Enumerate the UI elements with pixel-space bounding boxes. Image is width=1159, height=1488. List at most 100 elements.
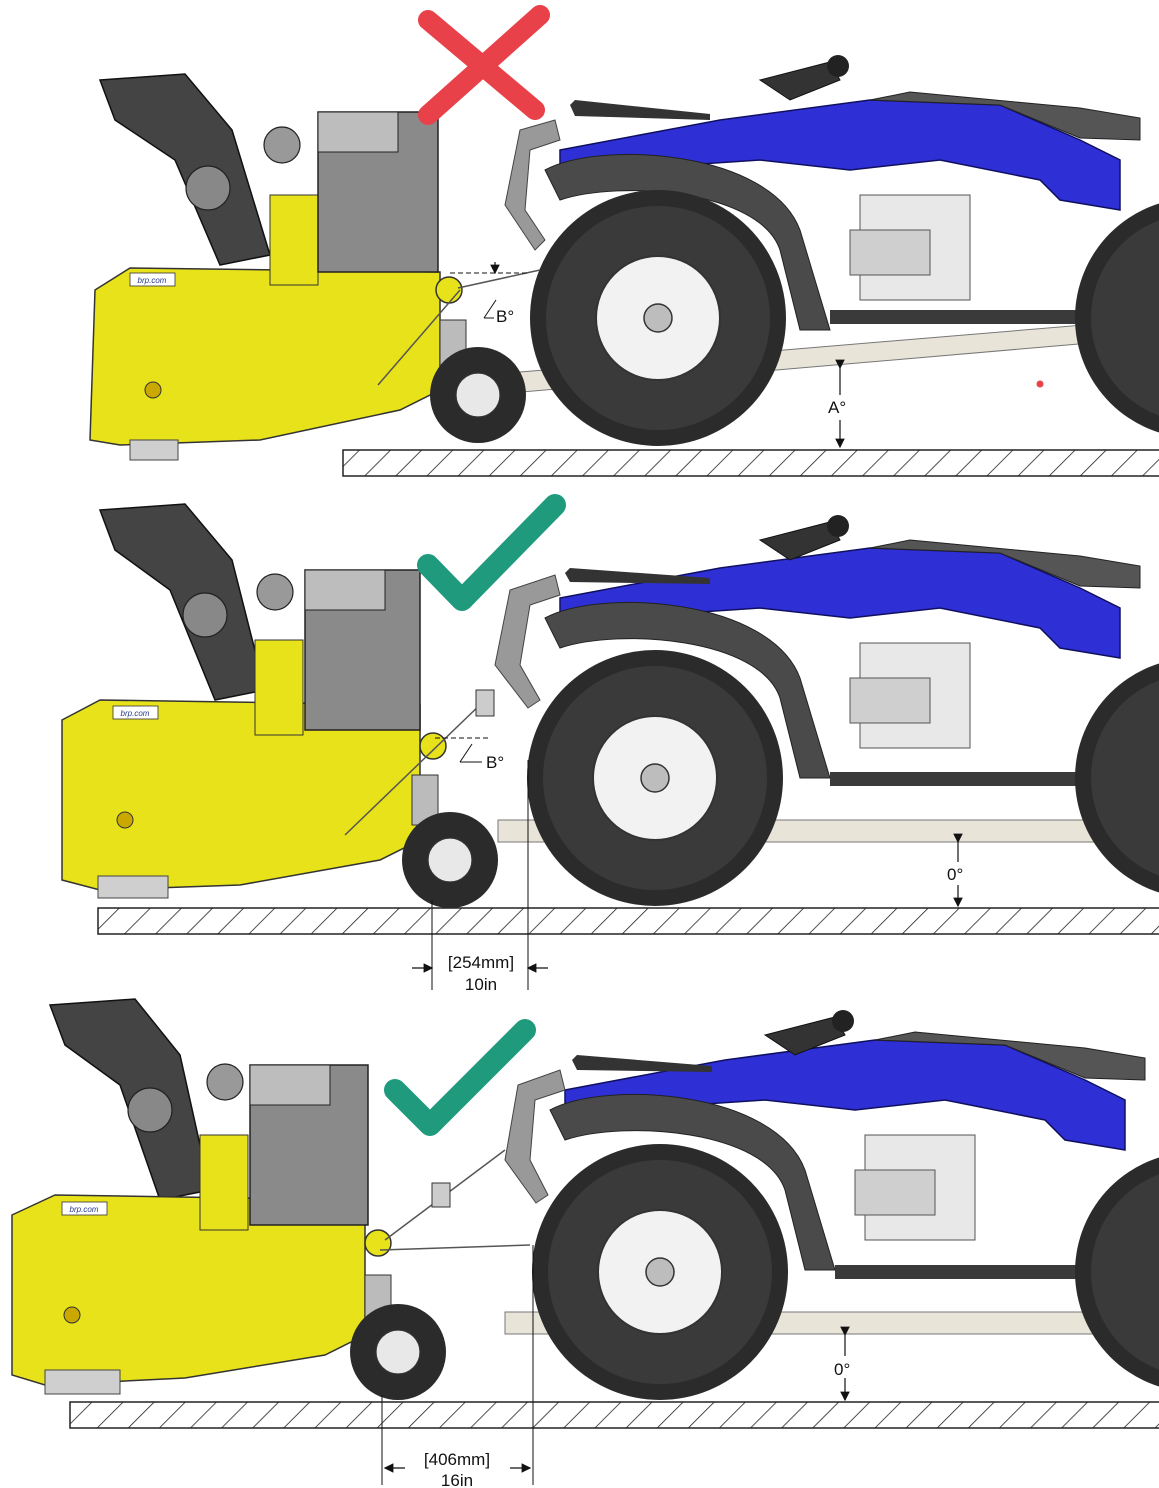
atv-seat <box>874 1031 1146 1081</box>
atv-front-rack <box>494 574 561 709</box>
atv-handle-grip <box>827 515 849 537</box>
winch-cable <box>379 1244 531 1251</box>
atv-front-bumper <box>572 1055 712 1072</box>
winch-cable <box>377 289 461 386</box>
pulley <box>435 276 463 304</box>
housing-knob <box>144 381 162 399</box>
atv-front-bumper <box>570 100 710 120</box>
atv-front-wheel <box>527 650 783 906</box>
atv-fender-arch <box>544 153 831 331</box>
atv-handlebar <box>763 1016 846 1056</box>
angle-a-label: A° <box>828 398 846 417</box>
winch-hook <box>475 689 495 717</box>
caster-wheel <box>350 1274 446 1400</box>
panel-1: brp.com B° A° <box>89 5 1159 477</box>
brand-label: brp.com <box>70 1205 99 1214</box>
angle-b-label: B° <box>486 753 504 772</box>
atv-front-wheel <box>532 1144 788 1400</box>
skid-shoe <box>44 1369 121 1395</box>
snowblower: brp.com <box>89 73 541 461</box>
engine-top-detail <box>317 111 399 153</box>
winch-hook <box>431 1182 451 1208</box>
ground-hatch <box>342 449 1159 477</box>
angle-a-label: 0° <box>947 865 963 884</box>
dimension-line <box>381 1245 534 1485</box>
ground-hatch <box>69 1401 1159 1429</box>
panel-2: brp.com B° 0° <box>61 494 1159 994</box>
ground-hatch <box>97 907 1159 935</box>
angle-b-indicator <box>435 737 490 763</box>
dimension-line <box>412 760 548 990</box>
angle-b-indicator <box>450 262 530 319</box>
angle-b-label: B° <box>496 307 514 326</box>
chute-gear <box>127 1087 173 1133</box>
atv-front-rack <box>504 119 561 251</box>
atv-fender-arch <box>544 601 831 779</box>
snowblower-housing <box>89 267 441 446</box>
atv-handlebar <box>758 521 841 561</box>
atv-engine-detail <box>854 1169 936 1216</box>
pulley <box>364 1229 392 1257</box>
brand-label: brp.com <box>138 276 167 285</box>
pulley <box>419 732 447 760</box>
snowblower: brp.com <box>11 998 531 1400</box>
atv-front-wheel <box>530 190 786 446</box>
snowblower-housing <box>61 699 421 891</box>
dimension-mm-label: [406mm] <box>424 1450 490 1469</box>
atv-rear-wheel <box>1075 663 1159 893</box>
atv-seat <box>869 91 1141 141</box>
brand-label: brp.com <box>121 709 150 718</box>
winch-cable <box>344 699 486 836</box>
atv-front-bumper <box>565 568 710 584</box>
brand-plate <box>61 1201 108 1216</box>
engine-top-detail <box>304 569 386 611</box>
engine-exhaust <box>206 1063 244 1101</box>
checkmark-icon <box>384 1019 536 1136</box>
atv-handle-grip <box>832 1010 854 1032</box>
snowblower-frame-plate <box>254 639 304 736</box>
checkmark-icon <box>417 494 566 611</box>
snowblower-housing <box>11 1194 366 1386</box>
atv-seat <box>869 539 1141 589</box>
engine-exhaust <box>263 126 301 164</box>
brand-plate <box>129 272 176 287</box>
engine-top-detail <box>249 1064 331 1106</box>
atv-handle-grip <box>827 55 849 77</box>
atv <box>504 55 1159 446</box>
atv-footrest <box>835 1265 1095 1279</box>
caster-wheel <box>402 774 498 908</box>
chute-gear <box>182 592 228 638</box>
skid-shoe <box>129 439 179 461</box>
dimension-mm-label: [254mm] <box>448 953 514 972</box>
snowblower-chute <box>98 503 266 701</box>
skid-shoe <box>97 875 169 899</box>
snowblower-frame-plate <box>199 1134 249 1231</box>
atv-footrest <box>830 310 1090 324</box>
atv-footrest <box>830 772 1090 786</box>
atv-engine-detail <box>849 229 931 276</box>
cross-icon <box>418 5 550 125</box>
atv-handlebar <box>758 61 841 101</box>
angle-a-label: 0° <box>834 1360 850 1379</box>
atv-rear-wheel <box>1075 203 1159 433</box>
atv-front-rack <box>504 1069 566 1204</box>
snowblower-frame-plate <box>269 194 319 286</box>
atv-fender-arch <box>549 1093 836 1271</box>
atv-rear-wheel <box>1075 1157 1159 1387</box>
marker-dot <box>1036 380 1044 388</box>
brand-plate <box>112 705 159 720</box>
engine-exhaust <box>256 573 294 611</box>
dimension-in-label: 16in <box>441 1471 473 1488</box>
atv-engine-detail <box>849 677 931 724</box>
caster-wheel <box>430 319 526 443</box>
atv <box>504 1010 1159 1400</box>
snowblower: brp.com <box>61 503 498 908</box>
atv <box>494 515 1159 906</box>
panel-3: brp.com 0° [406mm] 16in <box>11 998 1159 1488</box>
housing-knob <box>116 811 134 829</box>
chute-gear <box>185 165 231 211</box>
snowblower-chute <box>98 73 271 266</box>
housing-knob <box>63 1306 81 1324</box>
dimension-in-label: 10in <box>465 975 497 994</box>
